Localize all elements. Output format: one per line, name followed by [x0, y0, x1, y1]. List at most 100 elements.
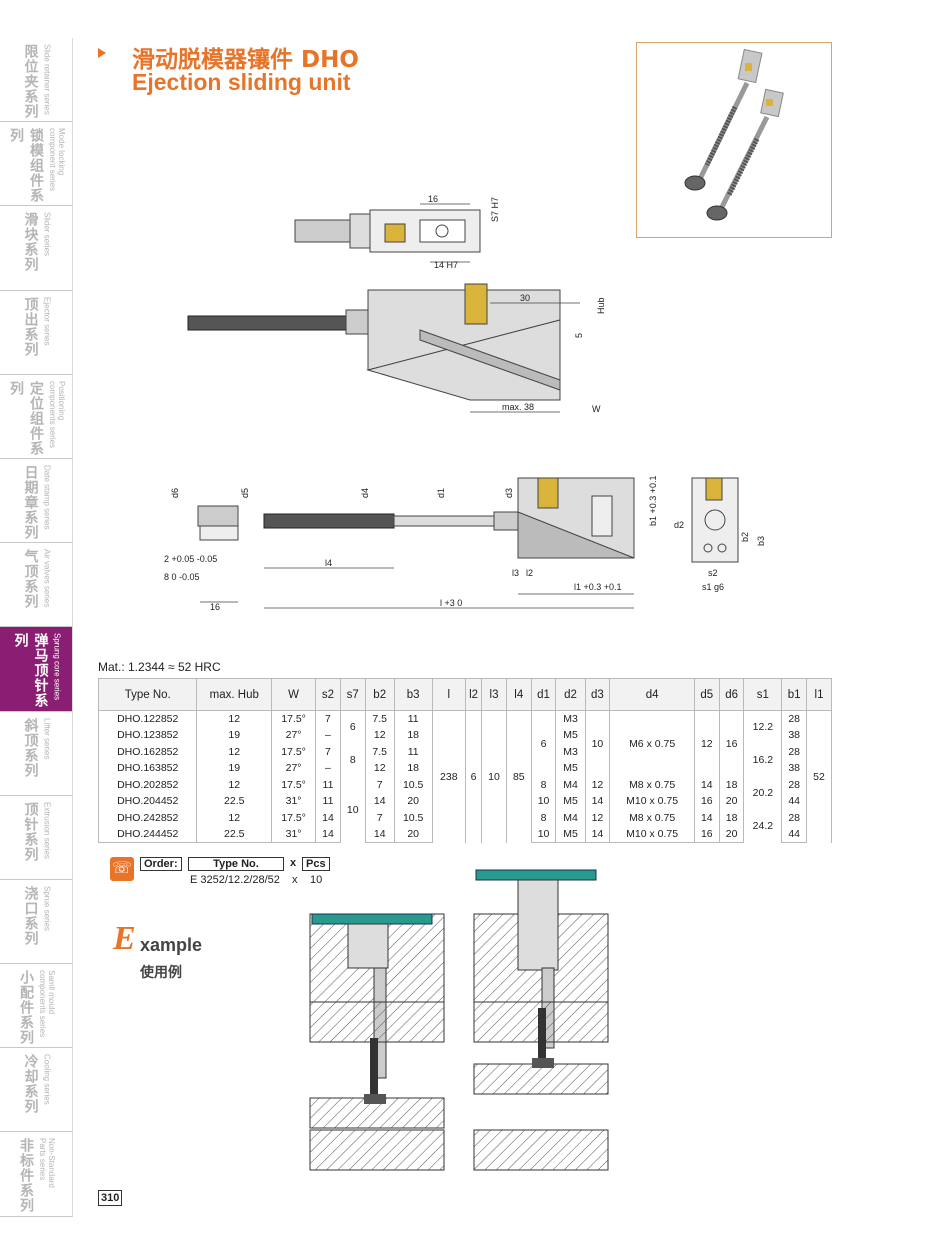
type-no-cell: DHO.122852 — [97, 710, 198, 727]
s1-cell: 20.2 — [743, 776, 783, 810]
dim-b2: b2 — [740, 532, 750, 542]
column-header: d1 — [530, 678, 557, 711]
s2-cell: 7 — [315, 710, 341, 727]
sidebar-item-label-cn: 定位组件系列 — [8, 380, 44, 456]
order-times-symbol-2: x — [292, 874, 298, 886]
d2-cell: M4 — [555, 809, 586, 826]
dim-w: W — [592, 404, 601, 414]
s2-cell: 11 — [315, 793, 341, 810]
d1-cell: 10 — [530, 793, 557, 810]
sidebar-item-label-cn: 小配件系列 — [18, 970, 34, 1046]
product-photo — [636, 42, 832, 238]
d4-cell: M8 x 0.75 — [609, 809, 695, 826]
column-header: s2 — [315, 678, 341, 711]
dim-d4: d4 — [360, 488, 370, 498]
w-cell: 27° — [271, 727, 317, 744]
column-header: d3 — [584, 678, 611, 711]
b3-cell: 18 — [393, 760, 433, 777]
column-header: l3 — [481, 678, 507, 711]
b2-cell: 12 — [364, 727, 395, 744]
column-header: d4 — [609, 678, 695, 711]
dim-d5: d5 — [240, 488, 250, 498]
dim-16: 16 — [428, 194, 438, 204]
dim-l: l +3 0 — [440, 598, 462, 608]
dim-30: 30 — [520, 293, 530, 303]
sidebar-item-label-en: Mode locking component series — [48, 128, 66, 192]
dim-s7: S7 H7 — [490, 197, 500, 222]
order-pcs-label: Pcs — [302, 857, 330, 871]
hub-cell: 12 — [196, 710, 273, 727]
example-heading-cn: 使用例 — [140, 965, 182, 981]
sidebar-item-label-cn: 顶针系列 — [22, 801, 39, 862]
d6-cell: 20 — [718, 826, 745, 843]
dim-2: 2 +0.05 -0.05 — [164, 554, 217, 564]
s2-cell: – — [315, 727, 341, 744]
dim-5: 5 — [574, 333, 584, 338]
dim-l4: l4 — [325, 558, 332, 568]
dim-s2: s2 — [708, 568, 718, 578]
d1-cell: 6 — [530, 710, 557, 777]
b3-cell: 11 — [393, 710, 433, 727]
w-cell: 31° — [271, 826, 317, 843]
ejection-unit-photo-image — [684, 48, 784, 221]
s7-cell: 6 — [339, 710, 366, 744]
sidebar-item-label-en: Air valves series — [42, 549, 52, 608]
dim-s1: s1 g6 — [702, 582, 724, 592]
sidebar-item-label-en: Slide retainer series — [42, 44, 52, 115]
b2-cell: 12 — [364, 760, 395, 777]
example-mould-drawing — [309, 869, 609, 1171]
hub-cell: 12 — [196, 743, 273, 760]
sidebar-item-label-cn: 锁模组件系列 — [8, 128, 44, 204]
dim-hub: Hub — [596, 297, 606, 314]
d6-cell: 18 — [718, 809, 745, 826]
w-cell: 17.5° — [271, 710, 317, 727]
b3-cell: 18 — [393, 727, 433, 744]
d5-cell: 14 — [693, 809, 720, 826]
dim-l1: l1 +0.3 +0.1 — [574, 582, 622, 592]
sidebar-item-label-en: Lifter series — [42, 717, 52, 759]
s2-cell: 14 — [315, 809, 341, 826]
l-cell: 238 — [431, 710, 467, 843]
b2-cell: 14 — [364, 826, 395, 843]
column-header: Type No. — [97, 678, 198, 711]
middle-section-drawing: d6 d5 2 +0.05 -0.05 8 0 -0.05 16 d4 d1 d… — [164, 476, 766, 612]
column-header: s1 — [743, 678, 783, 711]
sidebar-item-label-cn: 滑块系列 — [22, 212, 39, 273]
order-example-code: E 3252/12.2/28/52 — [190, 874, 280, 886]
l1-cell: 52 — [806, 710, 832, 843]
dim-16b: 16 — [210, 602, 220, 612]
b3-cell: 10.5 — [393, 809, 433, 826]
dim-14h7: 14 H7 — [434, 260, 458, 270]
sidebar-item-label-cn: 浇口系列 — [22, 885, 39, 946]
s2-cell: 7 — [315, 743, 341, 760]
w-cell: 31° — [271, 793, 317, 810]
top-section-drawing: 16 14 H7 S7 H7 30 Hub 5 max. 38 W — [187, 194, 606, 414]
d2-cell: M4 — [555, 776, 586, 793]
type-no-cell: DHO.202852 — [97, 776, 198, 793]
column-header: d5 — [693, 678, 720, 711]
s1-cell: 24.2 — [743, 809, 783, 843]
d2-cell: M5 — [555, 793, 586, 810]
dim-b3: b3 — [756, 536, 766, 546]
d1-cell: 8 — [530, 776, 557, 793]
d5-cell: 14 — [693, 776, 720, 793]
